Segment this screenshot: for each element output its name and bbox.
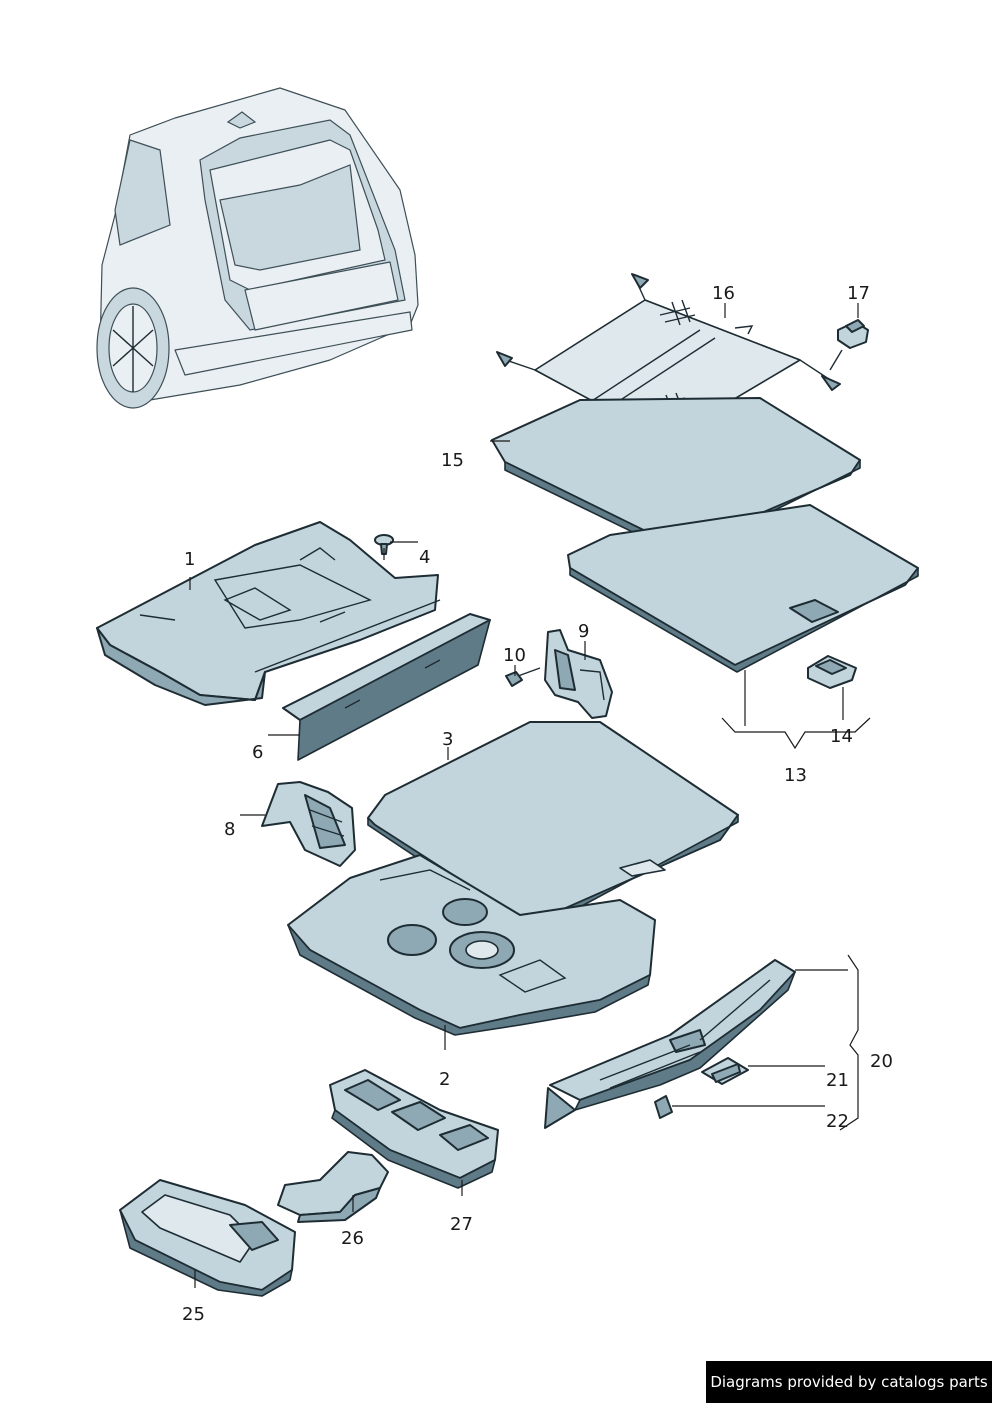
part-21-clip [701,1057,749,1085]
callout-22: 22 [826,1111,849,1132]
callout-14: 14 [830,726,853,747]
callout-20: 20 [870,1051,893,1072]
callout-27: 27 [450,1214,473,1235]
callout-3: 3 [442,729,453,750]
callout-17: 17 [847,283,870,304]
callout-numbers: 1 2 3 4 6 8 9 10 13 14 15 16 17 20 21 22… [182,283,893,1325]
leader-4 [383,541,418,560]
leader-20 [795,954,859,1131]
part-27-storage-tray [329,1069,499,1189]
part-8-side-trim [261,781,356,867]
callout-26: 26 [341,1228,364,1249]
callout-8: 8 [224,819,235,840]
part-26-foam-insert [277,1151,389,1223]
part-9-bracket [544,629,613,719]
callout-10: 10 [503,645,526,666]
part-22-clip [654,1095,673,1119]
callout-2: 2 [439,1069,450,1090]
part-13-floor-panel-lower [567,504,919,673]
part-20-loading-edge-trim [544,959,796,1129]
part-1-floor-support [96,521,441,706]
callout-25: 25 [182,1304,205,1325]
part-2-spare-wheel-well [287,854,656,1036]
leader-lines [189,303,871,1288]
part-6-trim-rail [282,613,491,761]
callout-13: 13 [784,765,807,786]
leader-13 [721,717,871,750]
part-17-clip [829,319,869,371]
callout-4: 4 [419,547,430,568]
part-14-handle [807,655,857,689]
part-25-tray [119,1179,296,1297]
vehicle-rear-illustration [96,87,419,409]
part-4-clip [374,534,394,555]
callout-6: 6 [252,742,263,763]
callout-16: 16 [712,283,735,304]
part-10-bolt [505,667,541,687]
attribution-banner: Diagrams provided by catalogs parts [706,1361,992,1403]
callout-15: 15 [441,450,464,471]
callout-9: 9 [578,621,589,642]
attribution-text: Diagrams provided by catalogs parts [710,1373,988,1391]
callout-21: 21 [826,1070,849,1091]
callout-1: 1 [184,549,195,570]
